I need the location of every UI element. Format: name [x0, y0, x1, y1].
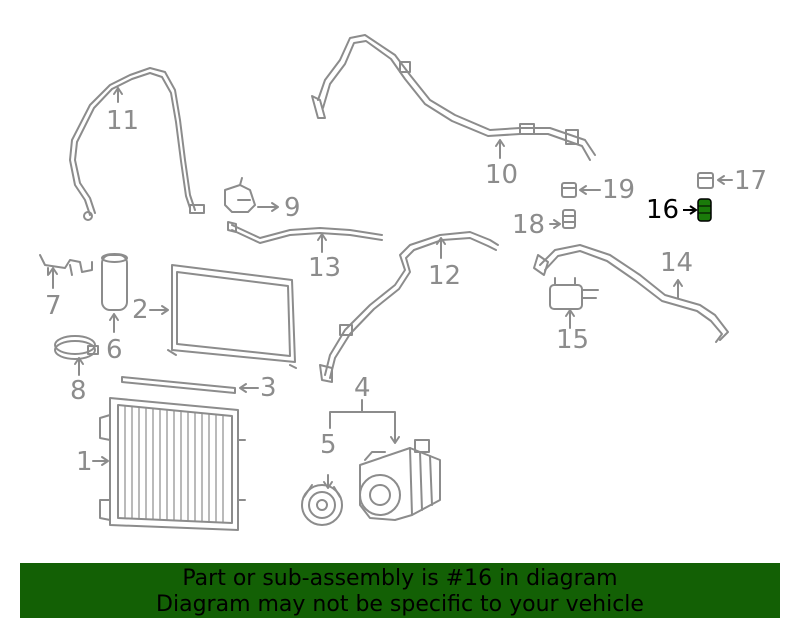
callout-13-leader	[317, 233, 327, 253]
part-8-clamp	[54, 335, 99, 360]
info-banner: Part or sub-assembly is #16 in diagram D…	[20, 563, 780, 618]
callout-17: 17	[734, 166, 768, 196]
callout-1: 1	[76, 447, 93, 477]
callout-11: 11	[106, 106, 140, 136]
callout-9: 9	[284, 193, 301, 223]
callout-5: 5	[320, 430, 337, 460]
callout-14-leader	[673, 279, 683, 299]
part-10-hose	[311, 34, 596, 161]
callout-16-leader	[683, 205, 698, 215]
part-19-cap	[561, 182, 577, 198]
callout-1-leader	[92, 456, 109, 466]
callout-3-leader	[239, 383, 259, 393]
callout-14: 14	[660, 248, 694, 278]
part-18-valve	[562, 209, 576, 229]
callout-11-leader	[113, 87, 123, 103]
callout-3: 3	[260, 373, 277, 403]
callout-2: 2	[132, 295, 149, 325]
callout-6-leader	[109, 313, 119, 333]
callout-4-leader	[329, 399, 400, 444]
callout-7: 7	[45, 291, 62, 321]
part-15-switch	[549, 277, 599, 310]
banner-line-1: Part or sub-assembly is #16 in diagram	[182, 566, 618, 591]
callout-10: 10	[485, 160, 519, 190]
part-5-clutch	[301, 484, 343, 526]
part-3-strip	[121, 376, 236, 394]
part-7-bracket	[39, 254, 93, 276]
callout-6: 6	[106, 335, 123, 365]
callout-15: 15	[556, 325, 590, 355]
part-4-compressor	[359, 439, 441, 521]
part-6-drier	[101, 253, 128, 311]
part-14-line	[533, 244, 729, 343]
part-1-condenser	[99, 397, 246, 531]
part-12-line	[319, 231, 499, 383]
part-9-sensor	[224, 177, 256, 213]
part-13-line	[227, 221, 383, 244]
callout-9-leader	[257, 202, 279, 212]
callout-8: 8	[70, 376, 87, 406]
callout-10-leader	[495, 139, 505, 159]
banner-line-2: Diagram may not be specific to your vehi…	[156, 592, 644, 617]
callout-2-leader	[149, 305, 169, 315]
callout-4: 4	[354, 373, 371, 403]
callout-13: 13	[308, 253, 342, 283]
callout-15-leader	[565, 309, 575, 329]
callout-8-leader	[74, 357, 84, 376]
part-17-cap	[697, 172, 714, 189]
callout-18: 18	[512, 210, 546, 240]
callout-12-leader	[436, 237, 446, 259]
callout-19: 19	[602, 175, 636, 205]
part-11-hose	[69, 67, 205, 221]
callout-18-leader	[549, 219, 561, 229]
parts-diagram	[39, 34, 733, 531]
callout-5-leader	[323, 474, 333, 489]
callout-19-leader	[579, 185, 601, 195]
callout-16[interactable]: 16	[646, 195, 680, 225]
callout-12: 12	[428, 261, 462, 291]
callout-7-leader	[48, 267, 58, 289]
part-16-switch	[697, 198, 712, 222]
callout-17-leader	[717, 175, 733, 185]
part-2-seal	[167, 264, 297, 369]
